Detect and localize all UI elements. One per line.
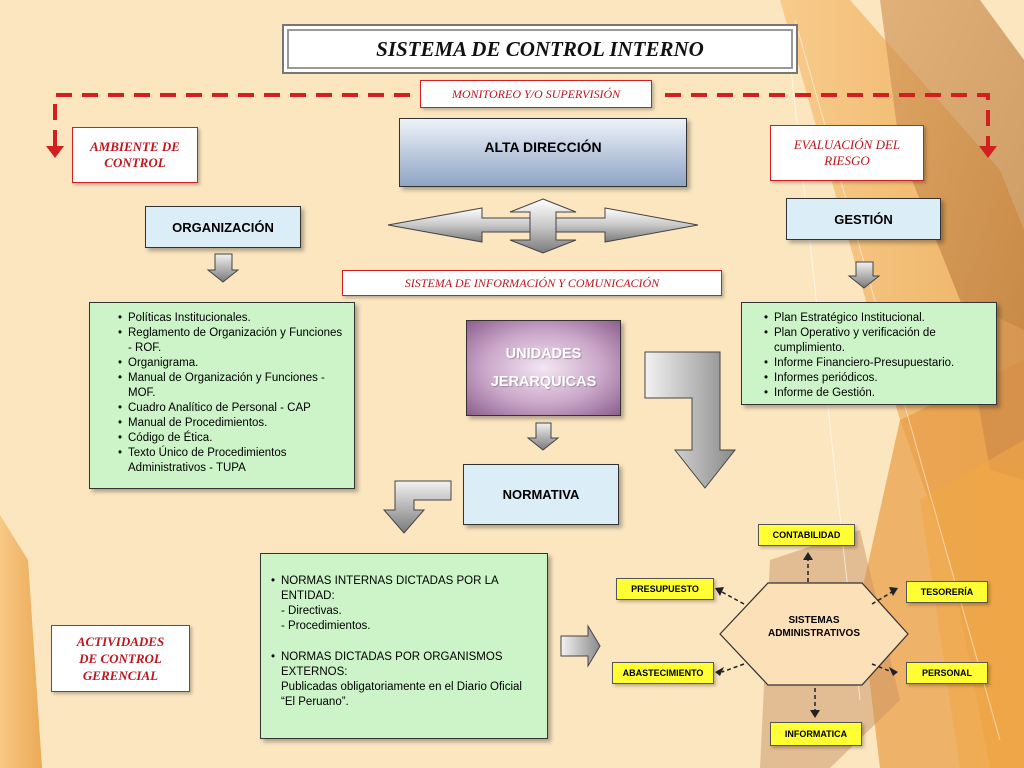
normas-externas-note: Publicadas obligatoriamente en el Diario… — [281, 681, 522, 708]
tesoreria-label: TESORERÍA — [906, 581, 988, 603]
list-item: NORMAS INTERNAS DICTADAS POR LA ENTIDAD: — [271, 574, 539, 604]
down-arrow-gestion — [847, 261, 881, 289]
evaluacion-riesgo-label: EVALUACIÓN DEL RIESGO — [770, 125, 924, 181]
down-arrow-organizacion — [206, 253, 240, 283]
monitoreo-label: MONITOREO Y/O SUPERVISIÓN — [420, 80, 652, 108]
organizacion-list: Políticas Institucionales. Reglamento de… — [118, 311, 348, 476]
list-item: Políticas Institucionales. — [118, 311, 348, 326]
informatica-text: INFORMATICA — [784, 729, 848, 739]
contabilidad-text: CONTABILIDAD — [772, 530, 841, 540]
unidades-line-2: JERARQUICAS — [490, 374, 597, 390]
monitoreo-dashed-line — [53, 93, 410, 150]
normas-sub-item: - Directivas. — [281, 605, 342, 617]
ambiente-de-control-label: AMBIENTE DE CONTROL — [72, 127, 198, 183]
bent-arrow-left — [382, 480, 452, 534]
gestion-list: Plan Estratégico Institucional. Plan Ope… — [764, 311, 990, 401]
normas-externas: NORMAS DICTADAS POR ORGANISMOS EXTERNOS: — [281, 651, 503, 678]
actividades-line-1: ACTIVIDADES — [76, 634, 165, 649]
unidades-line-1: UNIDADES — [505, 346, 582, 362]
list-item: Reglamento de Organización y Funciones -… — [118, 326, 348, 356]
organizacion-list-box: Políticas Institucionales. Reglamento de… — [89, 302, 355, 489]
evaluacion-line-2: RIESGO — [824, 153, 870, 168]
down-arrow-unidades — [526, 422, 560, 451]
list-item: Informe Financiero-Presupuestario. — [764, 356, 990, 371]
normas-internas: NORMAS INTERNAS DICTADAS POR LA ENTIDAD: — [281, 575, 499, 602]
gestion-box: GESTIÓN — [786, 198, 941, 240]
list-item: Cuadro Analítico de Personal - CAP — [118, 401, 348, 416]
title-box: SISTEMA DE CONTROL INTERNO — [282, 24, 798, 74]
list-item: Código de Ética. — [118, 431, 348, 446]
actividades-control-label: ACTIVIDADES DE CONTROL GERENCIAL — [51, 625, 190, 692]
alta-direccion-label: ALTA DIRECCIÓN — [484, 139, 602, 155]
list-item: NORMAS DICTADAS POR ORGANISMOS EXTERNOS: — [271, 650, 539, 680]
tesoreria-text: TESORERÍA — [920, 587, 974, 597]
presupuesto-label: PRESUPUESTO — [616, 578, 714, 600]
double-vertical-arrow — [509, 198, 577, 254]
right-arrow-sistemas — [560, 624, 601, 668]
list-item: Plan Estratégico Institucional. — [764, 311, 990, 326]
sistema-informacion-label: SISTEMA DE INFORMACIÓN Y COMUNICACIÓN — [342, 270, 722, 296]
informatica-label: INFORMATICA — [770, 722, 862, 746]
sistema-informacion-text: SISTEMA DE INFORMACIÓN Y COMUNICACIÓN — [404, 275, 660, 290]
normas-list-2: NORMAS DICTADAS POR ORGANISMOS EXTERNOS: — [271, 650, 539, 680]
unidades-jerarquicas-box: UNIDADES JERARQUICAS — [466, 320, 621, 416]
list-item: Manual de Organización y Funciones - MOF… — [118, 371, 348, 401]
presupuesto-text: PRESUPUESTO — [631, 584, 699, 594]
sistemas-line-1: SISTEMAS — [788, 615, 840, 626]
actividades-line-3: GERENCIAL — [82, 668, 159, 683]
gestion-label: GESTIÓN — [834, 211, 893, 227]
evaluacion-line-1: EVALUACIÓN DEL — [793, 137, 901, 152]
organizacion-box: ORGANIZACIÓN — [145, 206, 301, 248]
gestion-list-box: Plan Estratégico Institucional. Plan Ope… — [741, 302, 997, 405]
sistemas-line-2: ADMINISTRATIVOS — [767, 628, 861, 639]
list-item: Informes periódicos. — [764, 371, 990, 386]
normativa-box: NORMATIVA — [463, 464, 619, 525]
sistemas-administrativos-label: SISTEMAS ADMINISTRATIVOS — [730, 612, 898, 642]
abastecimiento-text: ABASTECIMIENTO — [622, 668, 704, 678]
list-item: Plan Operativo y verificación de cumplim… — [764, 326, 990, 356]
normas-sub-item: - Procedimientos. — [281, 620, 371, 632]
personal-text: PERSONAL — [921, 668, 972, 678]
normativa-label: NORMATIVA — [502, 487, 580, 502]
monitoreo-text: MONITOREO Y/O SUPERVISIÓN — [451, 86, 621, 101]
left-red-arrowhead — [46, 146, 64, 158]
bent-arrow-right — [644, 351, 737, 489]
ambiente-line-1: AMBIENTE DE — [90, 139, 180, 154]
list-item: Informe de Gestión. — [764, 386, 990, 401]
normas-box: NORMAS INTERNAS DICTADAS POR LA ENTIDAD:… — [260, 553, 548, 739]
page-title: SISTEMA DE CONTROL INTERNO — [376, 36, 704, 61]
personal-label: PERSONAL — [906, 662, 988, 684]
alta-direccion-box: ALTA DIRECCIÓN — [399, 118, 687, 187]
organizacion-label: ORGANIZACIÓN — [172, 219, 274, 235]
right-red-arrowhead — [979, 146, 997, 158]
list-item: Manual de Procedimientos. — [118, 416, 348, 431]
contabilidad-label: CONTABILIDAD — [758, 524, 855, 546]
ambiente-line-2: CONTROL — [104, 155, 166, 170]
list-item: Organigrama. — [118, 356, 348, 371]
actividades-line-2: DE CONTROL — [79, 651, 162, 666]
normas-list: NORMAS INTERNAS DICTADAS POR LA ENTIDAD: — [271, 574, 539, 604]
list-item: Texto Único de Procedimientos Administra… — [118, 446, 348, 476]
sistemas-hexagon — [719, 582, 909, 686]
abastecimiento-label: ABASTECIMIENTO — [612, 662, 714, 684]
